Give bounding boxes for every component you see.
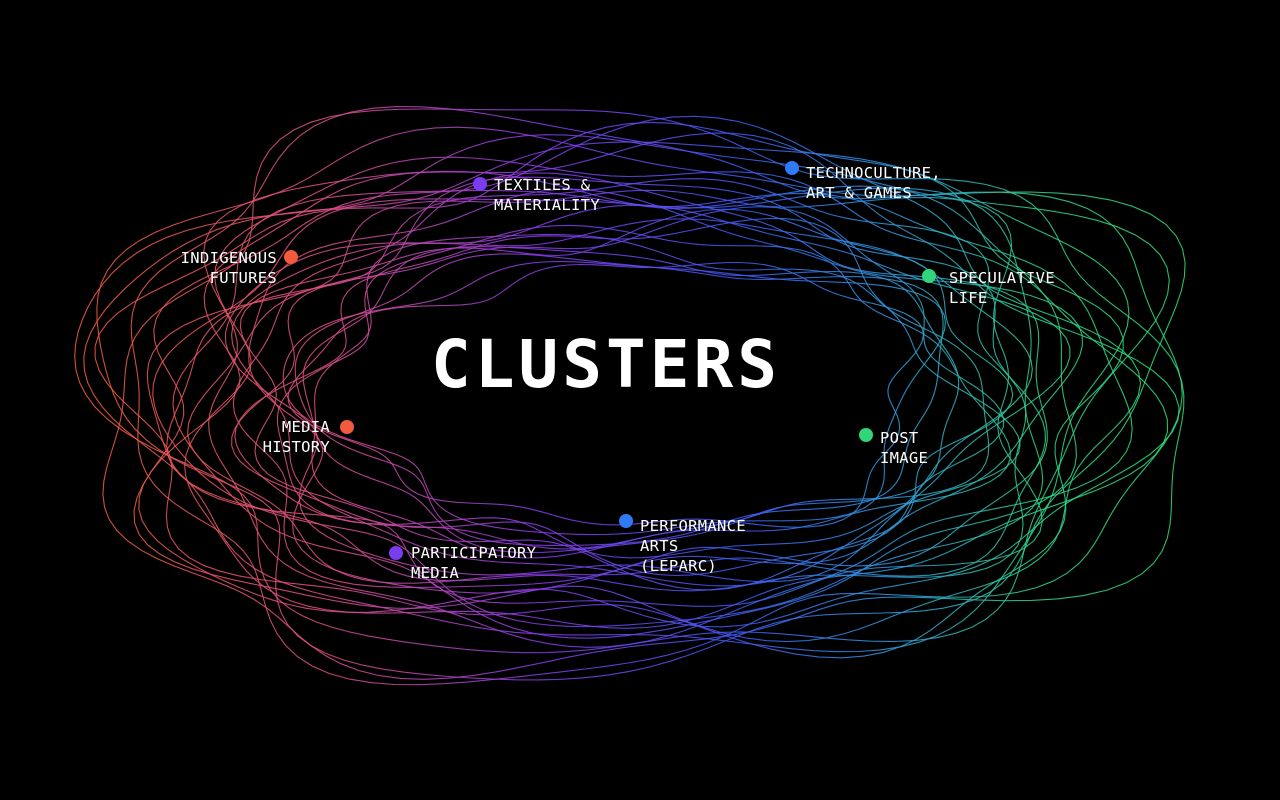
flow-line [130,106,1183,686]
flow-line [74,134,1170,654]
flow-line [102,108,1185,680]
cluster-label: SPECULATIVE LIFE [949,269,1055,307]
flow-line [94,121,1124,659]
flow-line [276,224,1011,550]
flow-line [184,156,1169,629]
cluster-label: MEDIA HISTORY [262,418,330,456]
flow-line [172,185,1077,639]
flow-line [302,246,960,554]
flow-line [146,189,1043,607]
cluster-label: PERFORMANCE ARTS (LEPARC) [640,517,746,575]
flow-line [152,187,1044,628]
cluster-dot [922,269,936,283]
cluster-label: TEXTILES & MATERIALITY [494,176,600,214]
cluster-dot [619,514,633,528]
flow-line [248,188,1083,594]
cluster-dot [389,546,403,560]
cluster-label: POST IMAGE [880,429,929,467]
cluster-dot [859,428,873,442]
cluster-dot [284,250,298,264]
flow-line [224,204,1071,583]
cluster-dot [340,420,354,434]
cluster-dot [785,161,799,175]
flow-line [294,253,944,546]
flow-line [83,141,1130,653]
flow-line [138,132,1180,628]
flow-line [187,176,1046,584]
flow-line [239,208,1014,591]
cluster-label: TECHNOCULTURE, ART & GAMES [806,164,941,202]
flow-line [96,126,1186,681]
cluster-label: INDIGENOUS FUTURES [180,249,277,287]
page-title: CLUSTERS [431,326,781,403]
cluster-label: PARTICIPATORY MEDIA [411,544,537,582]
cluster-dot [473,177,487,191]
flow-line [231,218,1033,587]
flow-line [231,206,1005,577]
flow-line [311,234,990,559]
